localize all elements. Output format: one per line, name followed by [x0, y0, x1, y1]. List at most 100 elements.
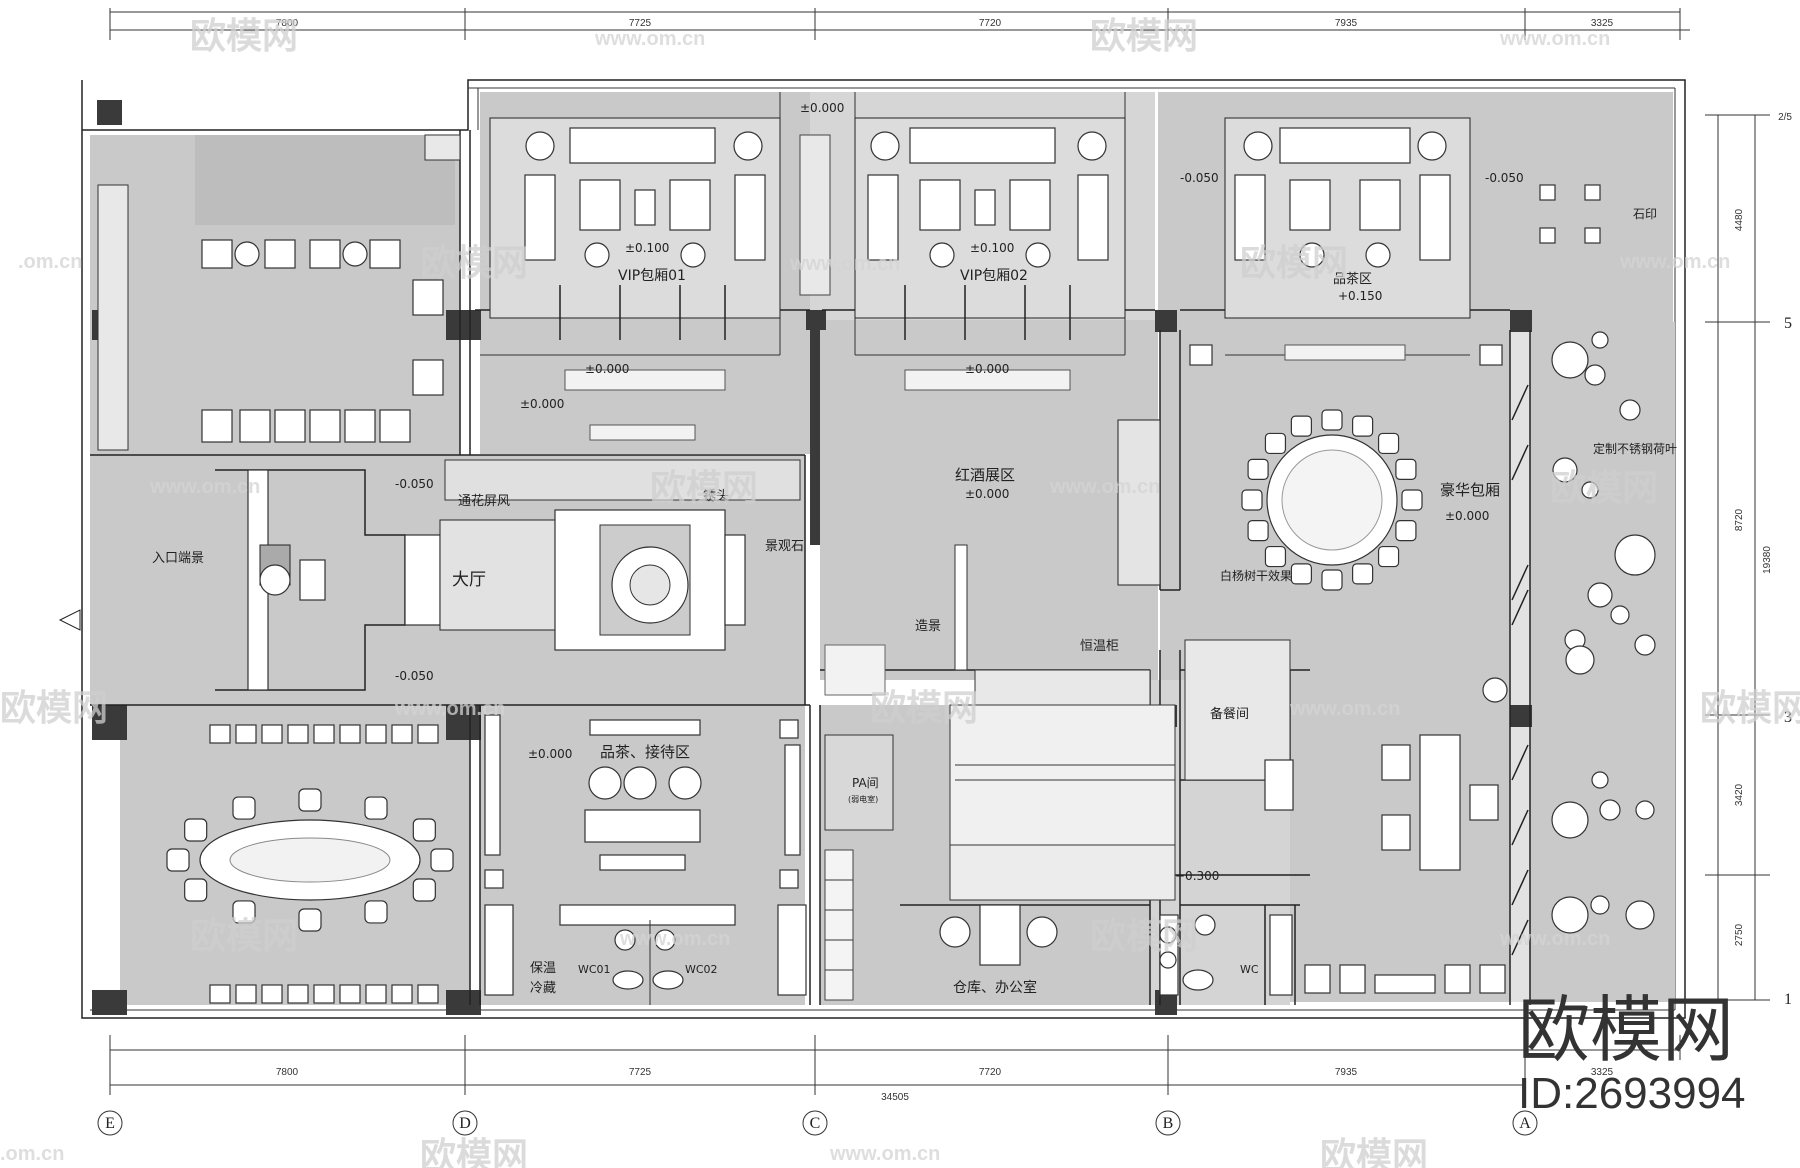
label-birch: 白杨树干效果	[1220, 568, 1292, 583]
interior-walls	[90, 92, 1531, 1005]
dim-right-4: 2750	[1734, 923, 1745, 946]
storage-office	[939, 904, 1058, 966]
watermarks: 欧模网 www.om.cn 欧模网 www.om.cn .om.cn 欧模网 w…	[0, 16, 1800, 1168]
round-table-chair	[1290, 563, 1312, 585]
wall-chair	[391, 984, 413, 1004]
wm-url-5: www.om.cn	[149, 476, 260, 498]
chairs-row-bottom	[201, 409, 411, 443]
label-luxury-room: 豪华包厢	[1440, 481, 1500, 499]
meeting-chair	[412, 818, 436, 842]
corner-watermark: 欧模网 ID:2693994	[1518, 988, 1746, 1118]
level-entry-bottom: -0.050	[395, 669, 434, 683]
axis-a: A	[1519, 1115, 1531, 1132]
axis-5: 5	[1784, 315, 1792, 332]
axis-3: 3	[1784, 709, 1792, 726]
wine-display-strip	[799, 134, 831, 296]
axis-b: B	[1163, 1115, 1174, 1132]
tea-area	[1189, 117, 1601, 366]
wm-url-10: www.om.cn	[1499, 928, 1610, 950]
vip-room-01	[489, 117, 781, 441]
entry-lobby	[58, 459, 801, 691]
reception-area	[484, 714, 807, 1005]
level-tea-right: -0.050	[1485, 171, 1524, 185]
waiting-seating	[97, 134, 461, 451]
meeting-chair	[298, 788, 322, 812]
wall-chair	[287, 724, 309, 744]
axis-d: D	[459, 1115, 471, 1132]
meeting-chair	[412, 878, 436, 902]
meeting-chair	[364, 796, 388, 820]
wall-chair	[261, 984, 283, 1004]
wm-url-7: www.om.cn	[394, 698, 505, 720]
label-wc: WC	[1240, 963, 1259, 976]
wm-brand-4: 欧模网	[1240, 243, 1348, 284]
wm-url-1: www.om.cn	[594, 28, 705, 50]
level-vip02: ±0.100	[970, 241, 1014, 255]
chairs-row-top	[201, 239, 401, 269]
wall-chair	[287, 984, 309, 1004]
right-dimension-lines: 4480 8720 3420 2750 19380 2/5 5 3 1	[1705, 112, 1792, 1008]
wm-url-4: www.om.cn	[1619, 251, 1730, 273]
label-cold: 保温 冷藏	[530, 961, 560, 996]
dim-top-4: 7935	[1335, 18, 1358, 29]
label-wc01: WC01	[578, 963, 611, 976]
round-table-chair	[1401, 489, 1423, 511]
label-stone-seal: 石印	[1633, 207, 1657, 221]
wc-right	[1159, 914, 1293, 996]
label-vip02: VIP包厢02	[960, 268, 1028, 284]
wall-chair	[339, 724, 361, 744]
wall-chair	[235, 724, 257, 744]
dim-right-2: 8720	[1734, 508, 1745, 531]
wm-url-2: www.om.cn	[1499, 28, 1610, 50]
round-table-chair	[1241, 489, 1263, 511]
round-table-chair	[1264, 432, 1287, 455]
wm-brand-3: 欧模网	[420, 243, 528, 284]
level-entry-top: -0.050	[395, 477, 434, 491]
round-table-chair	[1352, 415, 1374, 437]
label-reception: 品茶、接待区	[600, 743, 690, 761]
meeting-wall-chairs	[209, 724, 439, 1004]
dim-bottom-3: 7720	[979, 1067, 1002, 1078]
round-table-chair	[1377, 545, 1400, 568]
wm-brand-12: 欧模网	[420, 1136, 528, 1168]
vip-room-02	[854, 117, 1126, 391]
level-tea-area: +0.150	[1338, 289, 1382, 303]
label-vip01: VIP包厢01	[618, 268, 686, 284]
meeting-chair	[184, 818, 208, 842]
dim-right-3: 3420	[1734, 783, 1745, 806]
meeting-chair	[298, 908, 322, 932]
wm-brand-6: 欧模网	[1550, 468, 1658, 509]
label-tea-area: 品茶区	[1333, 271, 1372, 287]
wm-brand-large: 欧模网	[1518, 988, 1734, 1072]
wm-brand-9: 欧模网	[1700, 688, 1800, 729]
level-vip01: ±0.100	[625, 241, 669, 255]
pa-room	[824, 734, 894, 1001]
diagonal-screen	[1511, 384, 1529, 956]
wm-url-3: www.om.cn	[789, 253, 900, 275]
wm-brand-1: 欧模网	[190, 16, 298, 57]
level-reception: ±0.000	[528, 747, 572, 761]
dim-bottom-5: 3325	[1591, 1067, 1614, 1078]
level-tea-left: -0.050	[1180, 171, 1219, 185]
dim-bottom-1: 7800	[276, 1067, 299, 1078]
meeting-chair	[364, 900, 388, 924]
wall-chair	[261, 724, 283, 744]
round-table-chair	[1247, 458, 1269, 480]
wall-chair	[235, 984, 257, 1004]
wm-brand-8: 欧模网	[870, 688, 978, 729]
axis-e: E	[105, 1115, 115, 1132]
wm-url-6: www.om.cn	[1049, 476, 1160, 498]
wall-chair	[339, 984, 361, 1004]
dim-bottom-4: 7935	[1335, 1067, 1358, 1078]
round-table-chair	[1395, 520, 1417, 542]
label-wine-area: 红酒展区	[955, 466, 1015, 484]
axis-right-top: 2/5	[1778, 112, 1792, 123]
wm-brand-10: 欧模网	[190, 916, 298, 957]
dim-top-1: 7800	[276, 18, 299, 29]
wm-brand-7: 欧模网	[0, 688, 108, 729]
round-table-chair	[1290, 415, 1312, 437]
meeting-chair	[166, 848, 190, 872]
dim-right-1: 4480	[1734, 208, 1745, 231]
meeting-chair	[232, 900, 256, 924]
round-table-chair	[1352, 563, 1374, 585]
